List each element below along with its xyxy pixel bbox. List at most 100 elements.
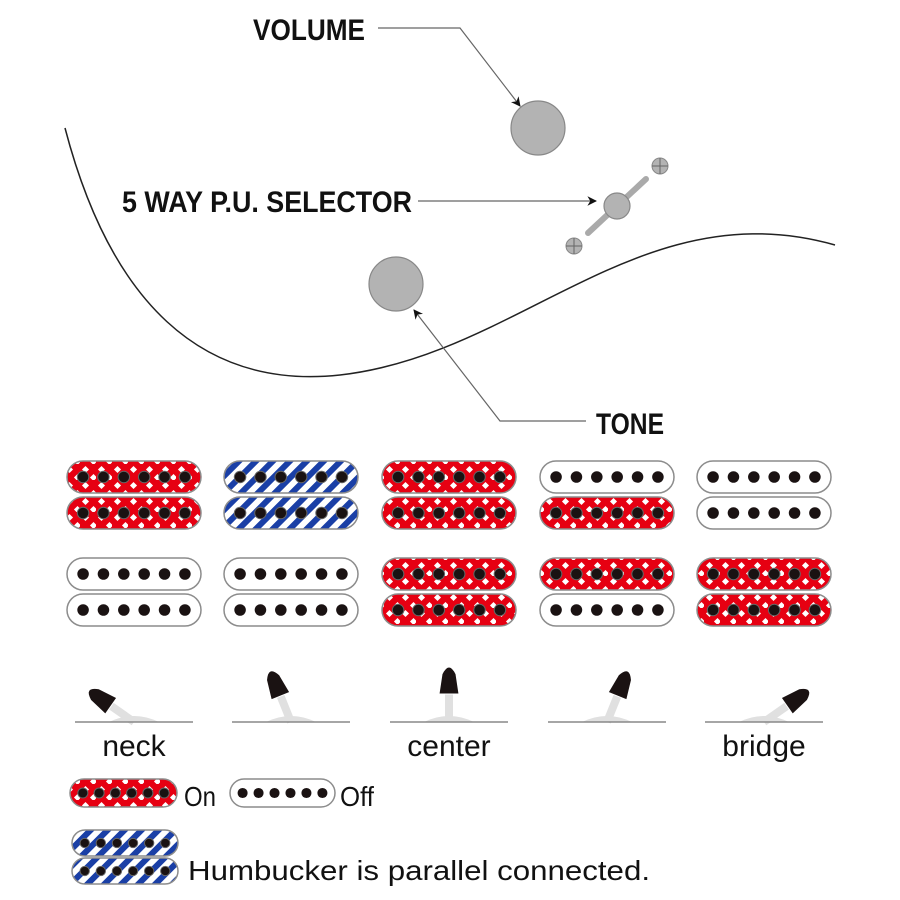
neck-coil-bottom [539, 496, 675, 530]
pole-piece [412, 567, 425, 581]
neck-pickup [381, 460, 517, 530]
bridge-pickup [223, 557, 359, 627]
pole-piece [631, 506, 644, 520]
pole-piece [493, 470, 507, 484]
neck-pickup [223, 460, 359, 530]
pole-piece [97, 506, 110, 520]
pole-piece [432, 506, 446, 520]
pole-piece [391, 567, 405, 581]
pole-piece [142, 787, 154, 799]
legend-on-coil [69, 778, 178, 808]
neck-coil-bottom [66, 496, 202, 530]
pole-piece [275, 604, 287, 616]
pole-piece [234, 568, 246, 580]
pole-piece [158, 568, 171, 580]
pole-piece [336, 568, 348, 580]
pole-piece [768, 471, 780, 483]
pole-piece [275, 568, 287, 580]
pole-piece [301, 787, 312, 799]
pole-piece [79, 837, 90, 849]
legend: On Off Humbucker is parallel connected. [69, 778, 650, 886]
pole-piece [317, 787, 328, 799]
pole-piece [707, 471, 719, 483]
lever-icon: bridge [705, 687, 823, 763]
pole-piece [706, 603, 720, 617]
pole-piece [274, 506, 288, 520]
pole-piece [473, 470, 486, 484]
pole-piece [254, 470, 267, 484]
pole-piece [336, 604, 348, 616]
pole-piece [550, 604, 562, 616]
pole-piece [611, 604, 623, 616]
pole-piece [158, 506, 171, 520]
bridge-coil-bottom [696, 593, 832, 627]
pole-piece [179, 604, 191, 616]
pole-piece [93, 787, 105, 799]
pole-piece [237, 787, 248, 799]
lever-icon [232, 670, 350, 724]
pole-piece [707, 507, 719, 519]
pole-piece [111, 865, 123, 877]
pole-piece [747, 567, 761, 581]
neck-pickup [66, 460, 202, 530]
neck-coil-bottom [223, 496, 359, 530]
neck-coil-top [381, 460, 517, 494]
pole-piece [254, 506, 267, 520]
pole-piece [137, 506, 151, 520]
bridge-coil-top [539, 557, 675, 591]
pole-piece [294, 470, 308, 484]
pole-piece [590, 506, 604, 520]
pole-piece [550, 471, 562, 483]
pole-piece [452, 470, 466, 484]
pole-piece [651, 567, 665, 581]
bridge-coil-bottom [381, 593, 517, 627]
pole-piece [254, 568, 267, 580]
pole-piece [95, 837, 107, 849]
neck-coil-top [539, 460, 675, 494]
pole-piece [493, 567, 507, 581]
pole-piece [570, 506, 583, 520]
pole-piece [432, 567, 446, 581]
bridge-coil-top [381, 557, 517, 591]
pole-piece [452, 603, 466, 617]
pole-piece [748, 507, 760, 519]
pole-piece [285, 787, 296, 799]
pole-piece [473, 603, 486, 617]
pole-piece [611, 471, 623, 483]
legend-parallel-label: Humbucker is parallel connected. [188, 855, 650, 886]
pole-piece [493, 603, 507, 617]
pole-piece [315, 568, 328, 580]
pole-piece [127, 837, 139, 849]
pole-piece [160, 837, 171, 849]
pole-piece [138, 604, 150, 616]
pole-piece [591, 604, 603, 616]
pole-piece [158, 604, 171, 616]
pole-piece [97, 470, 110, 484]
pole-piece [335, 506, 349, 520]
pole-piece [610, 567, 624, 581]
volume-knob[interactable] [510, 100, 566, 156]
selector-switch[interactable] [565, 157, 669, 255]
pole-piece [111, 837, 123, 849]
pole-piece [767, 567, 781, 581]
volume-leader-line [378, 27, 521, 107]
pole-piece [126, 787, 138, 799]
pole-piece [788, 471, 801, 483]
pole-piece [391, 603, 405, 617]
position-label: neck [102, 730, 166, 763]
position-column [381, 460, 517, 627]
bridge-coil-bottom [223, 593, 359, 627]
pole-piece [747, 603, 761, 617]
pole-piece [295, 568, 307, 580]
bridge-coil-top [66, 557, 202, 591]
legend-parallel-swatch [71, 829, 179, 885]
pole-piece [117, 506, 131, 520]
legend-off-label: Off [340, 781, 374, 812]
tone-knob[interactable] [368, 256, 424, 312]
pole-piece [315, 604, 328, 616]
neck-pickup [539, 460, 675, 530]
pole-piece [473, 506, 486, 520]
bridge-pickup [539, 557, 675, 627]
pole-piece [95, 865, 107, 877]
